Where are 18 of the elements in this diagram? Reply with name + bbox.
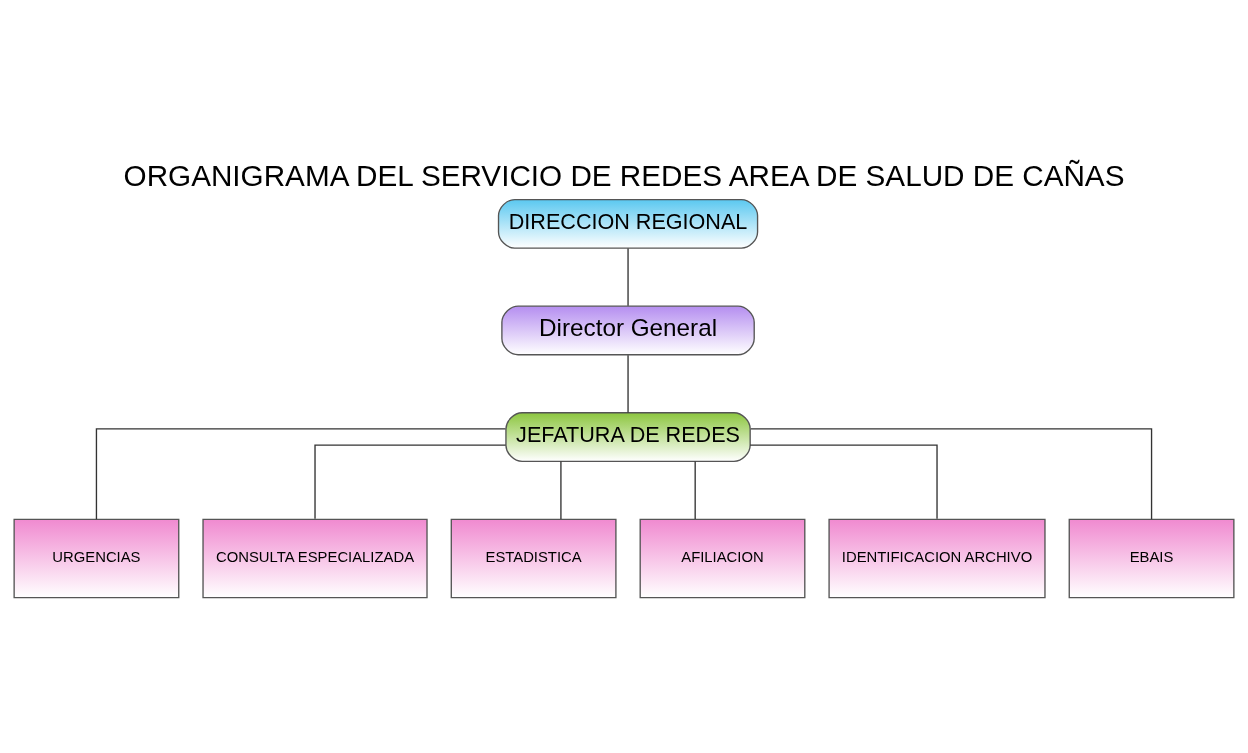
node-box: JEFATURA DE REDES	[505, 411, 751, 462]
diagram-title: ORGANIGRAMA DEL SERVICIO DE REDES AREA DE SALUD DE CAÑAS	[123, 158, 1125, 192]
node-box: CONSULTA ESPECIALIZADA	[202, 518, 428, 598]
connector	[627, 247, 629, 307]
connector	[694, 460, 696, 520]
node-box: AFILIACION	[639, 518, 806, 598]
node-box: EBAIS	[1068, 518, 1235, 598]
connector	[749, 443, 938, 519]
connector	[95, 427, 507, 520]
connector	[627, 354, 629, 413]
node-box: Director General	[501, 305, 755, 355]
node-box: URGENCIAS	[13, 518, 180, 598]
connector	[750, 427, 1153, 520]
connector	[314, 443, 507, 519]
node-box: IDENTIFICACION ARCHIVO	[828, 518, 1046, 598]
node-box: ESTADISTICA	[450, 518, 617, 598]
node-box: DIRECCION REGIONAL	[497, 198, 759, 249]
connector	[560, 460, 562, 520]
